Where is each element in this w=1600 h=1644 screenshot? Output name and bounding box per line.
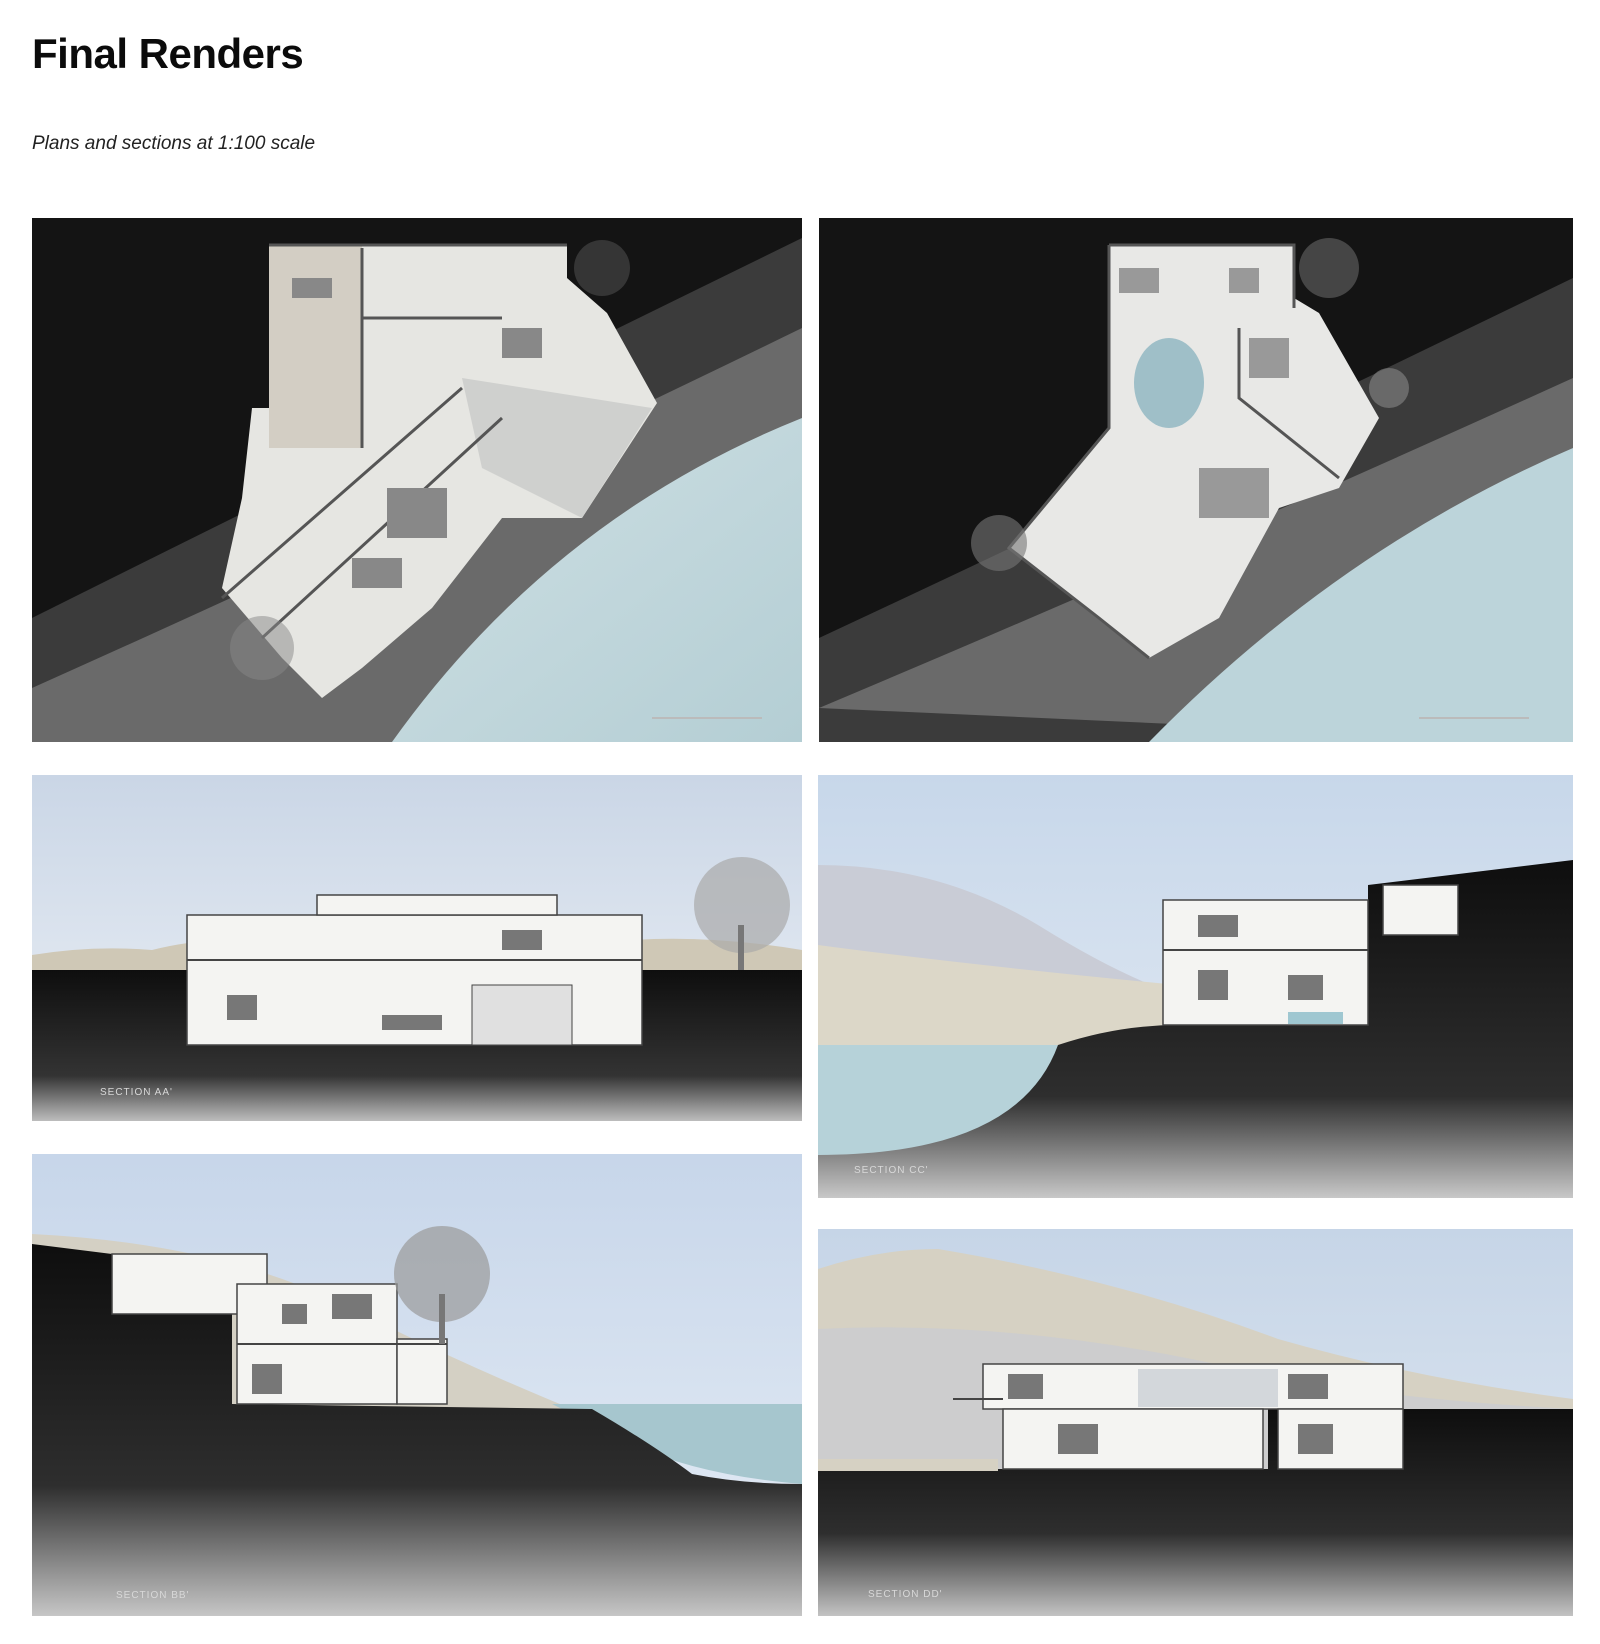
section-aa-image: SECTION AA' <box>32 775 802 1121</box>
section-cc-image: SECTION CC' <box>818 775 1573 1198</box>
section-bb-image: SECTION BB' <box>32 1154 802 1616</box>
section-bb-label: SECTION BB' <box>116 1590 190 1601</box>
ground-floor-plan-image <box>32 218 802 742</box>
section-cc-label: SECTION CC' <box>854 1165 929 1176</box>
section-aa-label: SECTION AA' <box>100 1087 173 1098</box>
lower-floor-plan-image <box>819 218 1573 742</box>
section-dd-label: SECTION DD' <box>868 1589 943 1600</box>
section-dd-image: SECTION DD' <box>818 1229 1573 1616</box>
page-subtitle: Plans and sections at 1:100 scale <box>32 133 316 154</box>
page-title: Final Renders <box>32 30 304 77</box>
